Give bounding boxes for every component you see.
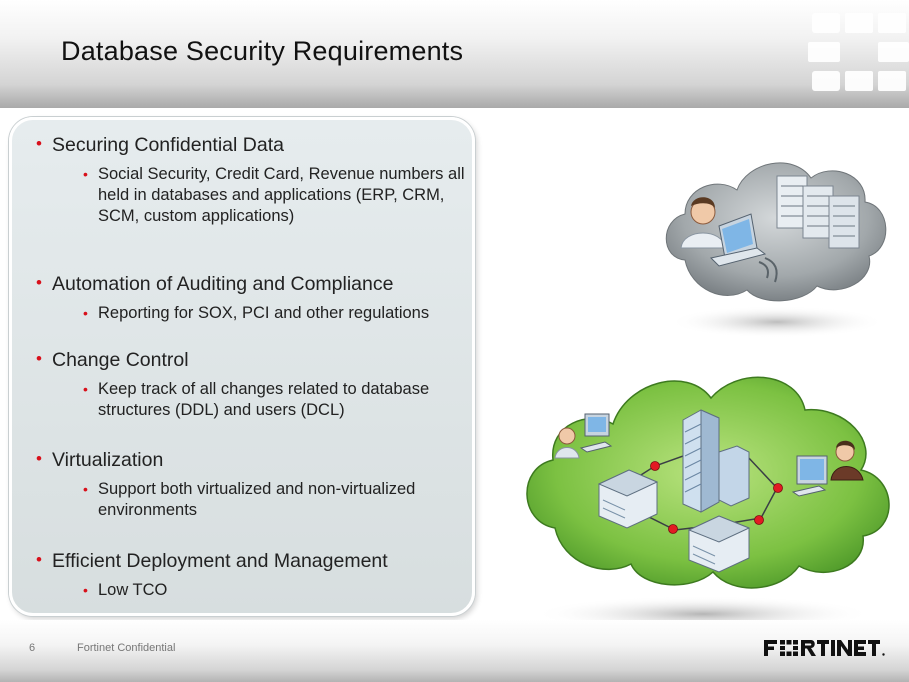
- sub-bullet: • Keep track of all changes related to d…: [83, 379, 468, 421]
- bullet-dot-icon: •: [36, 449, 42, 468]
- sub-bullet-dot-icon: •: [83, 305, 88, 321]
- fortinet-logo: [764, 640, 885, 656]
- bullet-dot-icon: •: [36, 273, 42, 292]
- bullet-dot-icon: •: [36, 550, 42, 569]
- sub-bullet: • Social Security, Credit Card, Revenue …: [83, 164, 468, 227]
- bullet-heading-text: Securing Confidential Data: [52, 134, 284, 156]
- sub-bullet-dot-icon: •: [83, 481, 88, 497]
- content-panel: • Securing Confidential Data • Social Se…: [9, 117, 475, 616]
- cloud-user-laptop-servers-icon: [665, 162, 887, 338]
- sub-bullet: • Support both virtualized and non-virtu…: [83, 479, 468, 521]
- header-bar: [0, 0, 909, 108]
- network-cloud-buildings-users-icon: [526, 376, 890, 632]
- bullet-heading: • Change Control: [36, 349, 189, 372]
- sub-bullet-text: Social Security, Credit Card, Revenue nu…: [98, 165, 465, 225]
- server-rack-icon: [776, 175, 860, 249]
- sub-bullet-dot-icon: •: [83, 582, 88, 598]
- sub-bullet: • Low TCO: [83, 580, 468, 601]
- bullet-heading-text: Change Control: [52, 349, 189, 371]
- page-number: 6: [29, 642, 36, 654]
- sub-bullet-dot-icon: •: [83, 381, 88, 397]
- sub-bullet-text: Low TCO: [98, 581, 168, 599]
- office-tower-icon: [682, 409, 750, 513]
- bullet-heading: • Securing Confidential Data: [36, 134, 284, 157]
- bullet-dot-icon: •: [36, 134, 42, 153]
- bullet-heading: • Virtualization: [36, 449, 164, 472]
- user-with-laptop-icon: [680, 197, 778, 283]
- office-building-bottom-icon: [687, 515, 751, 573]
- sub-bullet-text: Reporting for SOX, PCI and other regulat…: [98, 304, 430, 322]
- bullet-heading: • Efficient Deployment and Management: [36, 550, 388, 573]
- slide-title: Database Security Requirements: [61, 36, 464, 66]
- bullet-heading-text: Virtualization: [52, 449, 164, 471]
- office-building-left-icon: [597, 469, 659, 529]
- sub-bullet-text: Keep track of all changes related to dat…: [98, 380, 430, 419]
- sub-bullet-dot-icon: •: [83, 166, 88, 182]
- user-left-computer-icon: [554, 413, 613, 459]
- bullet-heading-text: Automation of Auditing and Compliance: [52, 273, 394, 295]
- sub-bullet: • Reporting for SOX, PCI and other regul…: [83, 303, 468, 324]
- footer-confidential-text: Fortinet Confidential: [77, 642, 176, 654]
- user-right-computer-icon: [791, 440, 864, 497]
- bullet-heading-text: Efficient Deployment and Management: [52, 550, 388, 572]
- bullet-dot-icon: •: [36, 349, 42, 368]
- bullet-heading: • Automation of Auditing and Compliance: [36, 273, 394, 296]
- sub-bullet-text: Support both virtualized and non-virtual…: [98, 480, 416, 519]
- footer-bar: [0, 620, 909, 682]
- fortinet-grid-icon: [808, 13, 909, 91]
